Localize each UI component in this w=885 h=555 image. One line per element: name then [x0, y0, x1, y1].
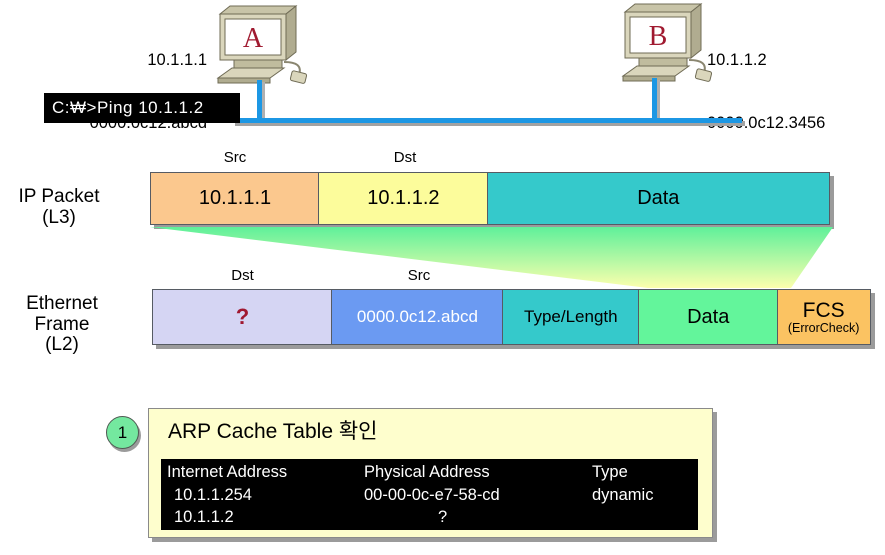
computer-a-icon: A — [216, 4, 308, 84]
arp-row2-physical: ? — [438, 508, 448, 527]
screen-b — [629, 16, 687, 54]
host-a-ip: 10.1.1.1 — [147, 51, 207, 69]
eth-cell-type-length: Type/Length — [501, 289, 640, 345]
eth-cell-fcs: FCS (ErrorCheck) — [776, 289, 871, 345]
step-number: 1 — [117, 422, 128, 442]
arp-row1-physical: 00-00-0c-e7-58-cd — [364, 485, 500, 504]
ip-cell-src: 10.1.1.1 — [150, 172, 320, 225]
computer-b-letter: B — [649, 21, 668, 52]
ip-packet-layer-label: IP Packet (L3) — [0, 186, 118, 228]
arp-col-header-internet: Internet Address — [167, 463, 288, 481]
ip-packet-row: 10.1.1.1 10.1.1.2 Data — [150, 172, 830, 225]
ping-command-box: C:₩>Ping 10.1.1.2 — [44, 93, 240, 123]
computer-b-icon: B — [621, 2, 713, 82]
arp-cache-panel: ARP Cache Table 확인 Internet Address Phys… — [148, 408, 713, 538]
arp-col-header-physical: Physical Address — [364, 463, 490, 481]
cable-host-b — [652, 78, 657, 120]
arp-cache-table: Internet Address Physical Address Type 1… — [161, 459, 698, 530]
ethernet-label: Ethernet — [26, 293, 98, 314]
arp-col-header-type: Type — [592, 463, 628, 481]
eth-dst-field-label: Dst — [231, 267, 254, 284]
arp-row2-type — [592, 507, 698, 530]
arp-row2-internet: 10.1.1.2 — [174, 508, 234, 527]
ip-packet-sublabel: (L3) — [42, 206, 76, 228]
host-b-address-label: 10.1.1.2 0000.0c12.3456 — [707, 8, 877, 176]
eth-cell-src: 0000.0c12.abcd — [331, 289, 504, 345]
fcs-sublabel: (ErrorCheck) — [787, 320, 860, 335]
ip-src-field-label: Src — [223, 149, 247, 166]
encapsulation-connector — [150, 227, 833, 288]
ethernet-frame-row: ? 0000.0c12.abcd Type/Length Data FCS (E… — [152, 289, 871, 345]
host-b-mac: 0000.0c12.3456 — [707, 114, 826, 132]
ethernet-sublabel: (L2) — [45, 334, 79, 355]
ethernet-layer-label: Ethernet Frame (L2) — [2, 293, 122, 356]
screen-a — [224, 18, 282, 56]
step-number-badge: 1 — [106, 416, 139, 449]
arp-row1-type: dynamic — [592, 485, 654, 504]
cable-host-a — [257, 80, 262, 120]
arp-row1-internet: 10.1.1.254 — [174, 485, 252, 504]
eth-cell-dst: ? — [152, 289, 333, 345]
computer-a-letter: A — [243, 23, 264, 54]
ip-cell-dst: 10.1.1.2 — [318, 172, 489, 225]
host-b-ip: 10.1.1.2 — [707, 51, 767, 69]
ip-cell-data: Data — [486, 172, 830, 225]
ip-packet-label: IP Packet — [18, 186, 100, 207]
mouse-icon — [694, 68, 713, 82]
eth-src-field-label: Src — [407, 267, 431, 284]
mouse-icon — [289, 70, 308, 84]
eth-cell-data: Data — [638, 289, 779, 345]
ip-dst-field-label: Dst — [393, 149, 417, 166]
network-segment-cable — [232, 118, 742, 123]
fcs-label: FCS — [802, 298, 845, 322]
ethernet-label2: Frame — [34, 313, 90, 335]
arp-panel-title: ARP Cache Table 확인 — [168, 420, 378, 443]
